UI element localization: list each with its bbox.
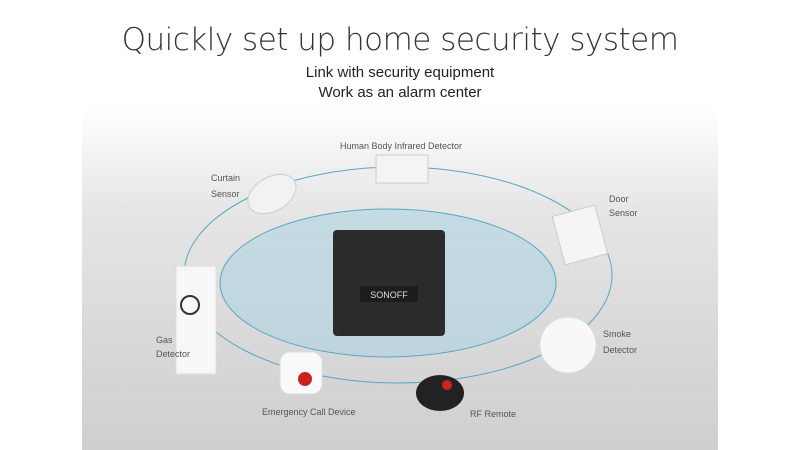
gas-detector [175,265,217,375]
label-door: Door [609,194,629,204]
page-title: Quickly set up home security system [121,22,679,58]
hub-brand-logo: SONOFF [370,290,408,300]
label-gas: Detector [156,349,191,359]
emergency-call-device [279,351,323,395]
subtitle: Work as an alarm center [318,84,482,101]
label-smoke: Smoke [603,329,632,339]
label-pir: Human Body Infrared Detector [340,141,463,151]
hub-device [333,230,445,336]
label-remote: RF Remote [470,409,517,419]
label-curtain: Sensor [211,189,240,199]
label-smoke: Detector [603,345,638,355]
subtitle: Link with security equipment [305,64,495,81]
label-emergency: Emergency Call Device [262,407,356,417]
door-sensor [551,204,609,266]
label-door: Sensor [609,208,638,218]
curtain-sensor [247,173,297,215]
rf-remote [416,375,464,411]
pir-detector [375,154,429,184]
label-gas: Gas [156,335,173,345]
smoke-detector [539,316,597,374]
label-curtain: Curtain [211,173,241,183]
